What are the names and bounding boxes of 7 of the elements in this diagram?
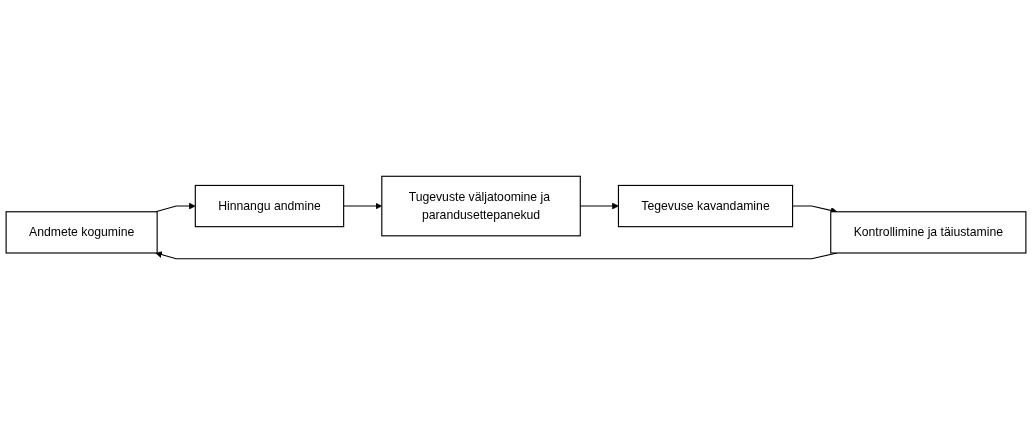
node-box: Andmete kogumine — [5, 211, 158, 254]
node-box: Tugevuste väljatoomine ja parandusettepanekud — [381, 175, 581, 237]
node-box: Kontrollimine ja täiustamine — [830, 211, 1027, 254]
node-box: Tegevuse kavandamine — [617, 184, 794, 228]
node-box: Hinnangu andmine — [194, 184, 345, 228]
arrow — [155, 202, 196, 213]
arrow — [792, 205, 838, 214]
